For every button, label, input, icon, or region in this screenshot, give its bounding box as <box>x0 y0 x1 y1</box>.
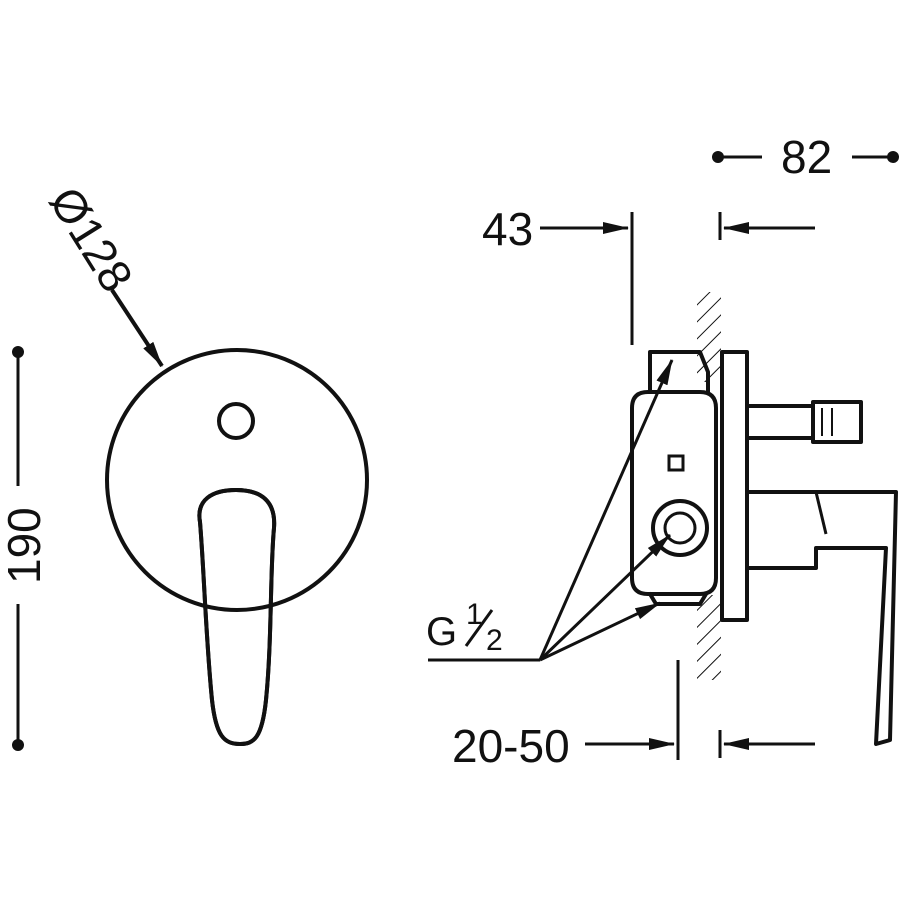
diameter-leader <box>110 288 164 368</box>
valve-body <box>630 390 718 596</box>
connection-frac-den: 2 <box>486 624 503 657</box>
outlet-outer <box>651 499 709 557</box>
body-top-cap <box>648 350 710 394</box>
wall-hatch-top <box>697 292 721 382</box>
lever-handle <box>197 488 277 746</box>
depth-body-label: 43 <box>482 203 533 255</box>
wall-hatch-bottom <box>697 595 721 680</box>
diverter-cap <box>811 400 863 444</box>
diameter-label: Ø128 <box>40 178 144 301</box>
connection-leader-top <box>538 359 674 661</box>
connection-leader-bottom <box>539 601 661 662</box>
depth-total-label: 82 <box>781 131 832 183</box>
front-view: Ø128 190 <box>0 178 369 751</box>
side-view: 82 43 20-50 G 1 2 <box>426 131 899 772</box>
height-label: 190 <box>0 507 50 584</box>
body-square <box>667 454 685 472</box>
wall-range-label: 20-50 <box>452 720 570 772</box>
diverter-stem <box>745 404 815 440</box>
cover-plate <box>105 348 369 612</box>
lever-side <box>745 490 898 746</box>
connection-leader-mid <box>538 533 672 662</box>
connection-frac-bar <box>464 609 494 647</box>
cover-plate-side <box>720 350 749 622</box>
diverter-knob <box>217 402 255 440</box>
outlet-inner <box>663 511 697 545</box>
connection-frac-num: 1 <box>466 598 483 631</box>
connection-prefix: G <box>426 610 457 654</box>
